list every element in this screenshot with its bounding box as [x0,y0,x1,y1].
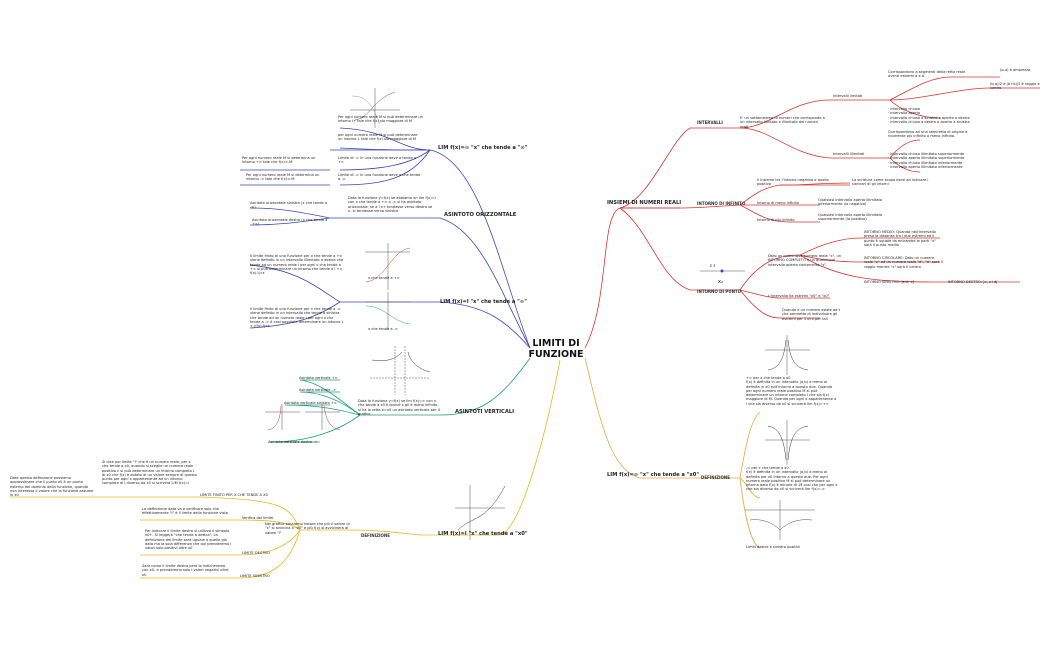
topic-asintoto-orizzontale[interactable]: ASINTOTO ORIZZONTALE [444,212,517,218]
node-intorno-infinito[interactable]: INTORNO DI INFINITO [697,201,746,206]
node-intorno-sinistro: INTORNO SINISTRO: ]x-d, x] [864,280,915,284]
node-lim-piu-x0: +∞ per x che tende a x0 f(x) è definita … [746,376,837,406]
node-asintoto-vert-piu: Asintoto verticale +∞ [299,376,338,380]
node-asintoto-vert-destro: Asintoto verticale destro -∞ [268,440,318,444]
red-branch-lines [584,76,1040,349]
node-meno-infinito: Intorno di meno infinito [757,201,800,205]
graph-limit-minus-infinity [363,292,413,332]
node-intorno-circolare: INTORNO CIRCOLARE: Dato un numero reale … [864,256,943,269]
node-intorno-medio: INTORNO MEDIO: Quando nell'intervallo pr… [864,230,936,247]
node-intervalli-desc: E' un sottoinsieme di numeri che corrisp… [740,116,825,129]
node-limite-sinistro[interactable]: LIMITE SINISTRO [240,574,270,578]
topic-asintoti-verticali[interactable]: ASINTOTI VERTICALI [455,409,515,415]
node-limitati-types: · intervallo chiuso · intervallo aperto … [888,107,970,124]
node-piu-meno-infinito-desc: La scrittura come scopo darsi ad indicar… [852,178,929,187]
node-asintoto-vert-meno: Asintoto verticale -∞ [299,388,337,392]
topic-lim-l-infinito[interactable]: LIM f(x)=l "x" che tende a "∞" [440,299,527,305]
node-piu-meno-infinito: Il lnsieme tra l'intorno negativo e quel… [757,178,829,187]
node-verifica-limite[interactable]: Verifica del limite [242,516,274,520]
node-limite-finito-text: Si dice poi limite "l" che è un numero r… [102,460,197,486]
topic-lim-infinito-x0[interactable]: LIM f(x)=∞ "x" che tende a "x0" [607,472,700,478]
graph-thumbnails [265,88,815,540]
node-asintoti-vert-desc: Data la funzione y=f(x) se lim f(x)=∞ co… [358,399,440,416]
node-centro: (b-a)/2 è (b+a)/2 è raggio e centro [990,82,1040,91]
node-lim-l-piu-inf: Il limite finito di una funzione per x c… [250,254,344,276]
node-limite-sinistro-text: Sarà come il limite destro però lo indic… [142,564,229,577]
x0-marker: x₀ ε ε [710,263,724,285]
caption-meno-inf: x che tende a -∞ [368,327,399,331]
node-lim-inf-c3b: Per ogni numero reale M si determina un … [242,156,316,165]
svg-text:ε ε: ε ε [710,263,716,268]
node-intervalli-illimitati[interactable]: Intervalli illimitati [833,152,865,156]
node-illimitati-desc: Corrispondono ad una semiretta di origin… [888,130,968,139]
node-asintoto-orizz-desc: Data la funzione y=f(x) se abbiamo un li… [348,196,436,213]
node-intorno-punto-desc: Dato un qualunque numero reale "x", un I… [768,254,842,267]
node-limite-destro[interactable]: LIMITE DESTRO [242,551,270,555]
node-limite-finito-note: Data questa definizione possiamo appross… [10,476,94,498]
node-intorno-destro: INTORNO DESTRO: ]x, x+d[ [948,280,998,284]
node-limitati-desc: Corrispondono a segmenti della retta rea… [888,70,966,79]
node-lim-inf-c4: Limite di -∞ in una funzione deve a che … [338,173,421,182]
node-lim-l-meno-inf: Il limite finito di una funzione per x c… [250,307,344,329]
node-lim-inf-c4b: Per ogni numero reale M si determina un … [246,173,320,182]
node-definizione-x0[interactable]: DEFINIZIONE [701,475,730,480]
node-limiti-destro-sinistro: Limiti destro e sinistro positivi [746,545,800,549]
topic-insiemi-reali[interactable]: INSIEMI DI NUMERI REALI [607,200,682,206]
svg-text:x₀: x₀ [718,279,723,285]
caption-piu-inf: x che tende a +∞ [368,276,400,280]
node-intorno-estremi: L'intervallo ha estremi "x0" e "x0" [768,294,830,298]
node-definizione-l-x0[interactable]: DEFINIZIONE [361,533,390,538]
node-intervalli-limitati[interactable]: Intervalli limitati [833,94,863,98]
node-illimitati-types: · intervallo chiuso illimitato superiorm… [888,152,965,169]
node-intorno-punto[interactable]: INTORNO DI PUNTO [697,289,742,294]
node-asintoto-orizz-sinistro: Asintoto orizzontale sinistro (x che ten… [250,201,328,210]
node-lim-inf-c1: Per ogni numero reale M si può determina… [338,115,423,124]
yellow-branch-lines [10,359,561,579]
node-meno-infinito-desc: Qualsiasi intervallo aperto illimitato i… [818,198,883,207]
central-topic[interactable]: LIMITI DI FUNZIONE [528,338,584,360]
node-lim-inf-c2: per ogni numero reale M si può determina… [338,133,418,142]
node-intervalli[interactable]: INTERVALLI [697,120,723,125]
blue-branch-lines [240,127,531,349]
node-verifica-limite-text: La definizione data va a verificare solo… [142,507,228,516]
orange-branch-lines [584,357,761,549]
node-lim-inf-c3: Limite di -∞ in una funzione deve a tend… [338,156,417,165]
node-lim-meno-x0: -∞ per x che tende a x0 f(x) è definita … [746,466,838,492]
node-ampiezza: (b-a) è ampiezza [1000,68,1031,72]
node-intorno-fissato: Quando e un numero esiste ad t che perme… [782,308,841,321]
node-piu-infinito-desc: Qualsiasi intervallo aperto illimitato s… [818,213,883,222]
node-limite-destro-text: Per indicare il limite destro si utilizz… [145,529,232,551]
node-asintoto-orizz-destro: Asintoto orizzontale destro (x che tende… [252,218,328,227]
topic-lim-l-x0[interactable]: LIM f(x)=l "x" che tende a "x0" [438,531,528,537]
node-definizione-l-x0-text: Nel grafico possiamo notare che più il v… [265,522,350,535]
node-asintoto-vert-sinistro: Asintoto verticale sinistro +∞ [284,401,337,405]
node-piu-infinito: Intorno di più infinito [757,218,795,222]
graph-limit-plus-infinity [363,242,413,292]
topic-lim-infinito-infinito[interactable]: LIM f(x)=∞ "x" che tende a "∞" [438,145,528,151]
node-limite-finito[interactable]: LIMITE FINITO PER X CHE TENDE A X0 [200,493,268,497]
